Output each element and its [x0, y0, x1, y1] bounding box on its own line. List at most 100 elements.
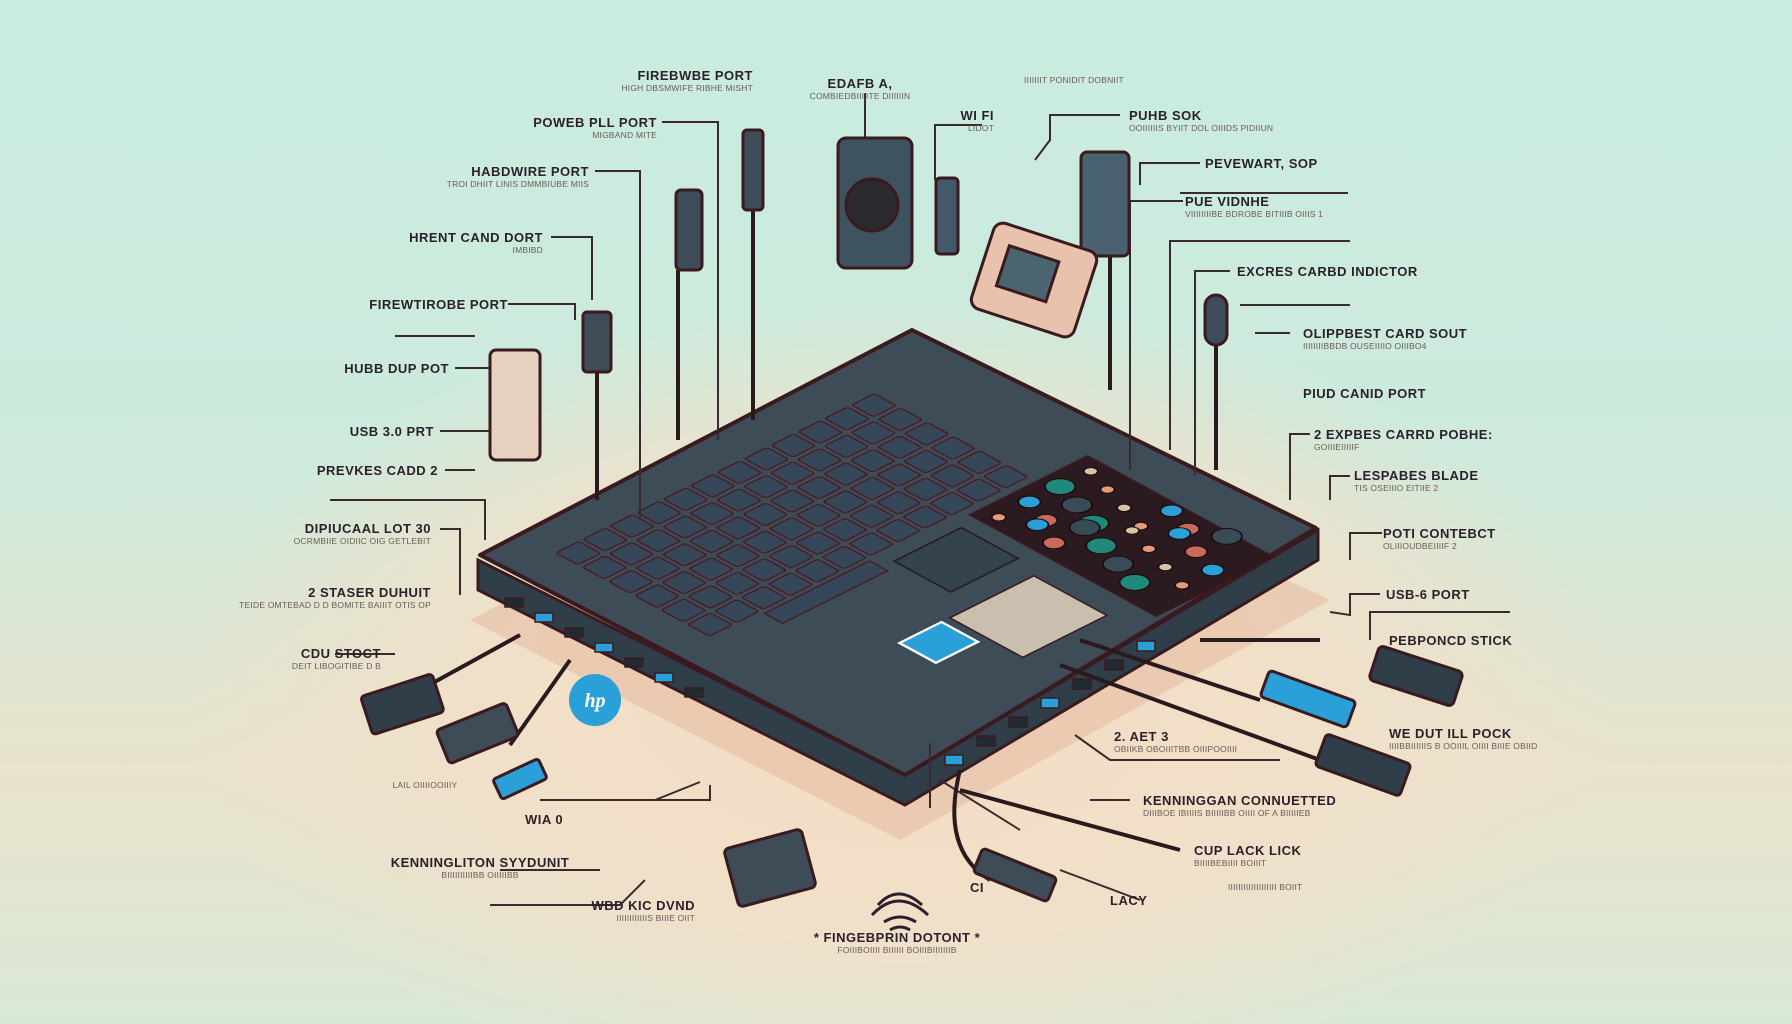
- circuit-component: [1140, 544, 1157, 553]
- keyboard-key: [956, 478, 1001, 502]
- callout-title: * FINGEBPRIN DOTONT *: [813, 930, 981, 945]
- keyboard-key: [770, 489, 815, 513]
- side-port: [1040, 697, 1060, 709]
- keyboard-key: [635, 584, 680, 608]
- hp-logo: hp: [569, 674, 621, 726]
- side-port: [594, 642, 614, 653]
- callout-title: USB 3.0 PRT: [349, 424, 434, 439]
- keyboard-key: [742, 530, 787, 554]
- callout-label: PEVEWART, SOP: [1205, 156, 1318, 171]
- keyboard-key: [797, 448, 842, 472]
- keyboard-key: [689, 529, 734, 553]
- keyboard-key: [663, 487, 708, 511]
- speaker-grill: [844, 177, 900, 233]
- usb-plug-blue: [492, 757, 548, 801]
- keyboard-key: [904, 422, 949, 446]
- leader-line: [1034, 114, 1120, 161]
- circuit-component: [1102, 555, 1135, 573]
- usb-plug-right-blue: [1259, 669, 1357, 729]
- callout-subtitle: COMBIEDBIIOTE DIIIIIIN: [809, 91, 911, 101]
- keyboard-key: [798, 420, 843, 444]
- leader-line: [650, 785, 711, 801]
- svg-text:hp: hp: [584, 690, 605, 712]
- keyboard-key: [768, 572, 813, 596]
- callout-subtitle: LAIL OIIIIOOIIIY: [392, 780, 458, 790]
- callout-title: PEBPONCD STICK: [1389, 633, 1513, 648]
- callout-title: WI FI: [960, 108, 994, 123]
- side-port: [944, 754, 964, 766]
- callout-label: LACY: [1110, 893, 1147, 908]
- leader-line: [1194, 270, 1230, 475]
- keyboard-key: [852, 393, 896, 417]
- keyboard-key: [877, 463, 922, 487]
- leader-line: [939, 779, 1141, 901]
- callout-label: EDAFB A,COMBIEDBIIOTE DIIIIIIN: [810, 76, 911, 102]
- circuit-component: [1167, 527, 1192, 540]
- leader-line: [440, 528, 461, 595]
- side-port: [564, 627, 584, 638]
- callout-subtitle: IIIIIIIIIIIIS BIIIE OIIT: [616, 913, 695, 923]
- keyboard-key: [822, 545, 867, 569]
- circuit-component: [1017, 495, 1042, 509]
- callout-title: EXCRES CARBD INDICTOR: [1237, 264, 1418, 279]
- leader-line: [1139, 162, 1200, 185]
- callout-subtitle: MIGBAND MITE: [592, 130, 657, 140]
- circuit-component: [1042, 536, 1066, 550]
- accessory-devices: [360, 128, 1464, 908]
- keyboard-key: [661, 598, 706, 622]
- callout-title: CDU STOCT: [300, 646, 381, 661]
- side-port: [654, 672, 674, 683]
- leader-line: [330, 499, 486, 540]
- keyboard-key: [849, 532, 894, 556]
- circuit-component: [1099, 485, 1116, 494]
- keyboard-key: [663, 515, 708, 539]
- keyboard-key: [741, 586, 786, 610]
- callout-label: USB 3.0 PRT: [350, 424, 434, 439]
- keyboard-key: [957, 451, 1002, 474]
- cable: [1059, 663, 1321, 762]
- callout-subtitle: HIGH DBSMWIFE RIBHE MISHT: [621, 83, 753, 93]
- spacebar-key: [762, 560, 890, 625]
- side-port: [976, 735, 996, 747]
- keyboard-key: [850, 477, 895, 500]
- callout-label: 2 EXPBES CARRD POBHE:GOIIIEIIIIIF: [1314, 427, 1493, 453]
- fingerprint-icon: [870, 892, 930, 932]
- callout-label: LAIL OIIIIOOIIIY: [393, 780, 458, 791]
- cable: [419, 633, 521, 692]
- camera-screen: [994, 243, 1061, 304]
- keyboard-key: [796, 503, 841, 527]
- circuit-component: [1124, 526, 1140, 535]
- earbud-right: [1203, 293, 1229, 347]
- cable: [959, 788, 1181, 852]
- callout-subtitle: IMBIBD: [512, 245, 543, 255]
- circuit-component: [1068, 519, 1101, 536]
- keyboard-key: [823, 518, 867, 542]
- keyboard-key: [716, 516, 761, 540]
- callout-subtitle: TEIDE OMTEBAD D D BOMITE BAIIIT OTIS OP: [239, 600, 431, 610]
- side-port: [684, 687, 704, 698]
- keyboard-key: [610, 514, 654, 538]
- keyboard-key: [688, 585, 733, 609]
- side-port: [624, 657, 644, 668]
- callout-title: KENNINGGAN CONNUETTED: [1143, 793, 1337, 808]
- circuit-component: [1118, 574, 1151, 591]
- keyboard-key: [742, 558, 787, 582]
- callout-subtitle: FOIIIBOIIII BIIIIII BOIIIBIIIIIIIB: [837, 945, 957, 955]
- side-port: [1072, 678, 1092, 690]
- callout-label: EXCRES CARBD INDICTOR: [1237, 264, 1418, 279]
- callout-subtitle: IIIIIIIIIIIIIIIIIII BOIIT: [1228, 882, 1303, 892]
- callout-title: PIUD CANID PORT: [1303, 386, 1427, 401]
- keyboard-key: [850, 449, 895, 473]
- firewire-plug: [741, 128, 765, 212]
- callout-title: FIREWTIROBE PORT: [369, 297, 508, 312]
- callout-title: HRENT CAND DORT: [409, 230, 543, 245]
